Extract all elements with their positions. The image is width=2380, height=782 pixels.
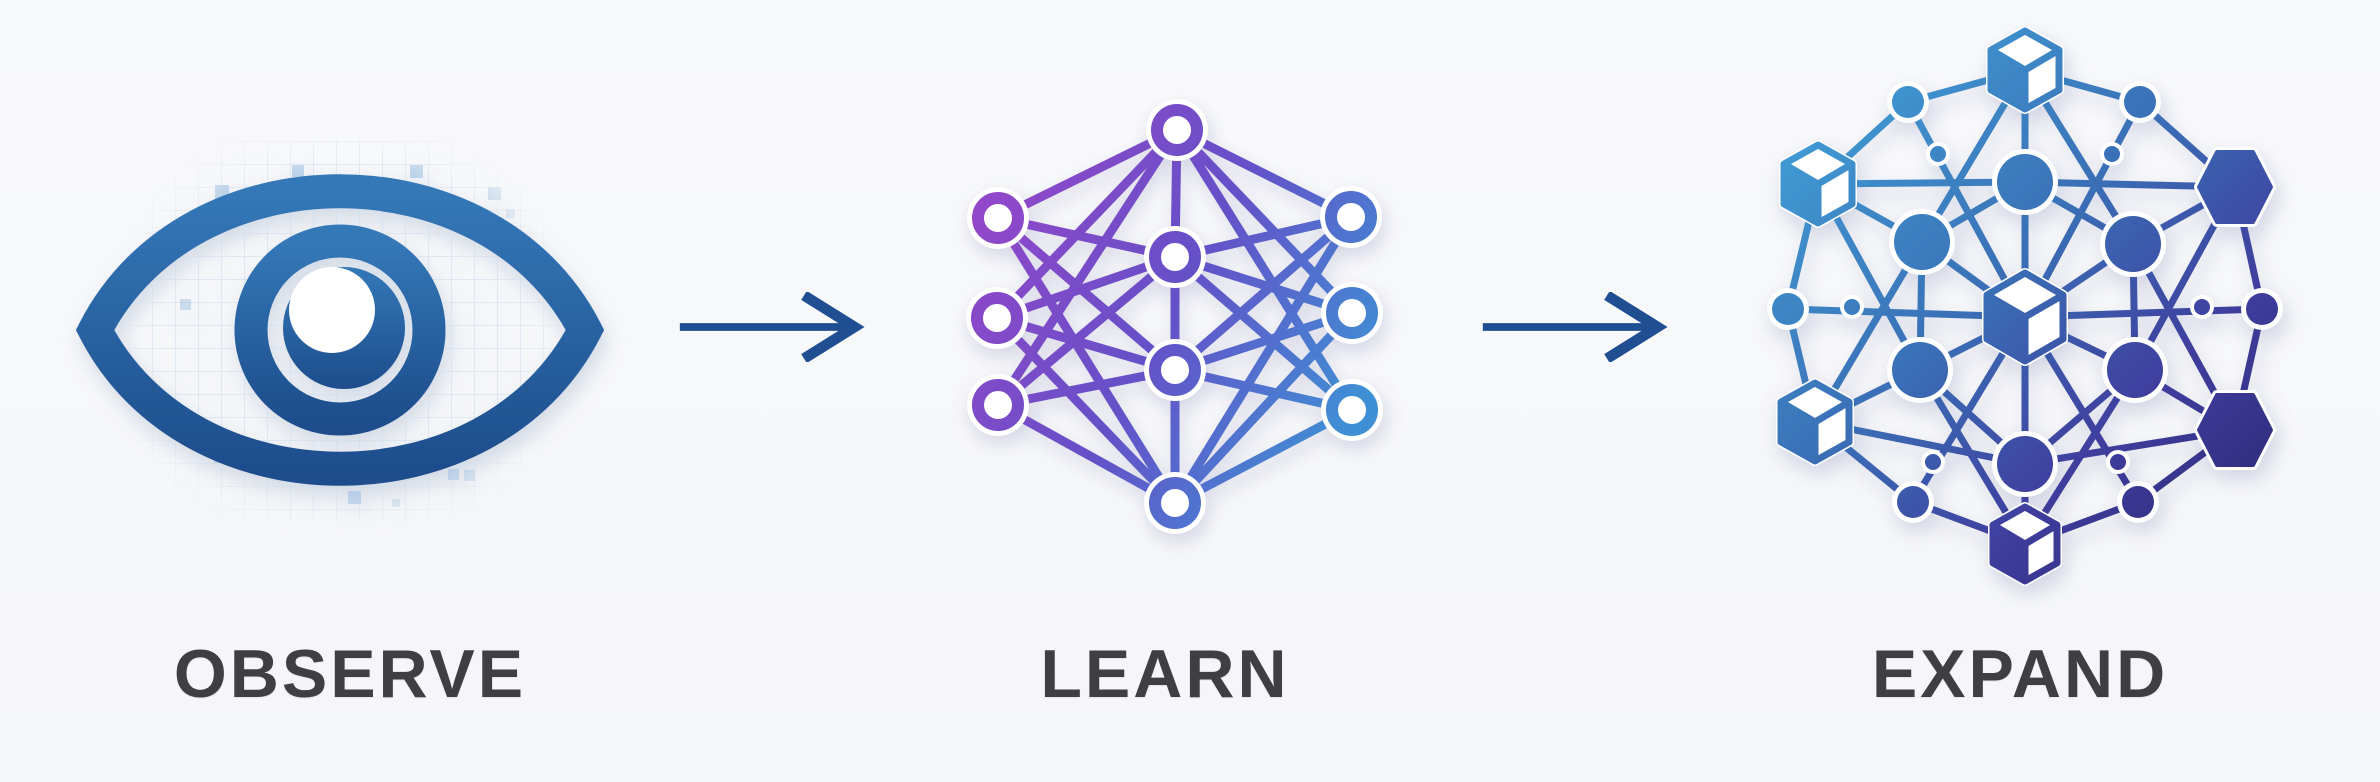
node xyxy=(1894,214,1950,270)
graph-circle-nodes xyxy=(1767,81,2283,523)
hexagon-node xyxy=(2194,147,2276,227)
node xyxy=(1997,436,2053,492)
network-edges xyxy=(993,125,1356,507)
node xyxy=(2105,216,2161,272)
step-label-expand: EXPAND xyxy=(1871,636,2169,712)
node xyxy=(1149,344,1201,396)
connector-observe-learn xyxy=(676,292,868,362)
step-label-learn: LEARN xyxy=(1040,636,1290,712)
node-bead xyxy=(2104,146,2120,162)
node-bead xyxy=(2194,299,2210,315)
cube-node xyxy=(1986,27,2064,114)
eye-icon xyxy=(75,140,605,520)
cube-node xyxy=(1988,502,2062,586)
node xyxy=(1151,104,1203,156)
network-graph-icon xyxy=(1767,27,2283,586)
node xyxy=(1325,191,1377,243)
graph-cube-nodes xyxy=(1776,27,2068,586)
cube-node xyxy=(1982,268,2068,366)
eye-outline xyxy=(75,174,605,486)
node-small xyxy=(2246,293,2278,325)
node-small xyxy=(1892,86,1924,118)
connector-learn-expand xyxy=(1479,292,1671,362)
cube-node xyxy=(1779,140,1857,228)
graph-hexagon-nodes xyxy=(2194,147,2276,470)
node-bead xyxy=(2110,454,2126,470)
hexagon-node xyxy=(2194,390,2276,470)
network-nodes xyxy=(966,99,1383,534)
arrow-right-icon xyxy=(679,292,865,362)
node xyxy=(1149,231,1201,283)
node xyxy=(972,192,1024,244)
node xyxy=(1892,342,1948,398)
node-bead xyxy=(1844,299,1860,315)
node-bead xyxy=(1925,454,1941,470)
node-bead xyxy=(1930,146,1946,162)
node-small xyxy=(1897,486,1929,518)
node-small xyxy=(2122,486,2154,518)
neural-network-icon xyxy=(966,99,1383,534)
eye-highlight xyxy=(289,267,375,353)
node xyxy=(972,379,1024,431)
node xyxy=(1326,384,1378,436)
node-small xyxy=(1772,293,1804,325)
step-observe xyxy=(60,95,620,575)
step-label-observe: OBSERVE xyxy=(173,636,527,712)
node xyxy=(971,292,1023,344)
step-learn xyxy=(950,88,1390,548)
arrow-right-icon xyxy=(1482,292,1668,362)
node xyxy=(2107,342,2163,398)
node-small xyxy=(2124,86,2156,118)
eye-iris xyxy=(234,224,446,436)
node xyxy=(1326,287,1378,339)
step-expand xyxy=(1745,27,2285,593)
node xyxy=(1997,154,2053,210)
cube-node xyxy=(1776,378,1854,466)
node xyxy=(1149,477,1201,529)
